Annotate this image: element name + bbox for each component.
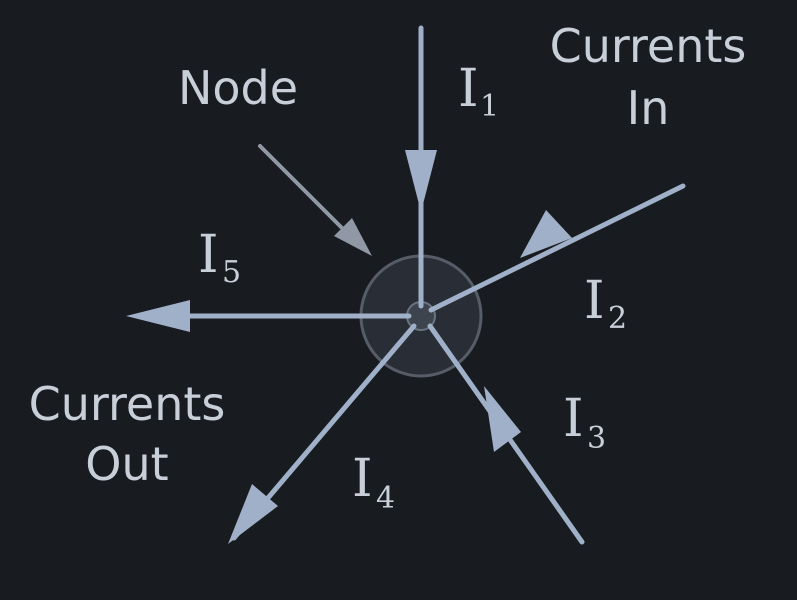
arrowhead-i2 (520, 210, 572, 258)
current-symbol: I (458, 59, 479, 119)
current-symbol: I (198, 225, 219, 285)
current-label-i3: I 3 (563, 389, 606, 456)
node-label: Node (178, 61, 298, 115)
arrowhead-i5 (126, 300, 190, 332)
arrowhead-i4 (228, 484, 278, 544)
current-label-i5: I 5 (198, 225, 241, 290)
current-symbol: I (584, 271, 605, 331)
wire-i2 (428, 183, 686, 313)
current-symbol: I (352, 449, 373, 509)
current-symbol: I (563, 389, 584, 449)
current-subscript: 3 (587, 421, 606, 456)
currents-in-label-line1: Currents (550, 19, 747, 73)
arrowhead-i1 (405, 150, 437, 212)
node-pointer-arrowhead (334, 218, 372, 256)
currents-in-label-line2: In (627, 81, 670, 135)
current-label-i4: I 4 (352, 449, 395, 516)
current-subscript: 2 (608, 301, 627, 336)
current-label-i2: I 2 (584, 271, 627, 336)
arrowhead-i3 (484, 386, 521, 452)
node-pointer-line (258, 144, 348, 234)
current-subscript: 1 (480, 89, 499, 124)
currents-out-label-line1: Currents (29, 377, 226, 431)
current-subscript: 5 (222, 255, 241, 290)
currents-out-label-line2: Out (85, 437, 168, 491)
current-label-i1: I 1 (458, 59, 499, 124)
current-subscript: 4 (376, 481, 395, 516)
